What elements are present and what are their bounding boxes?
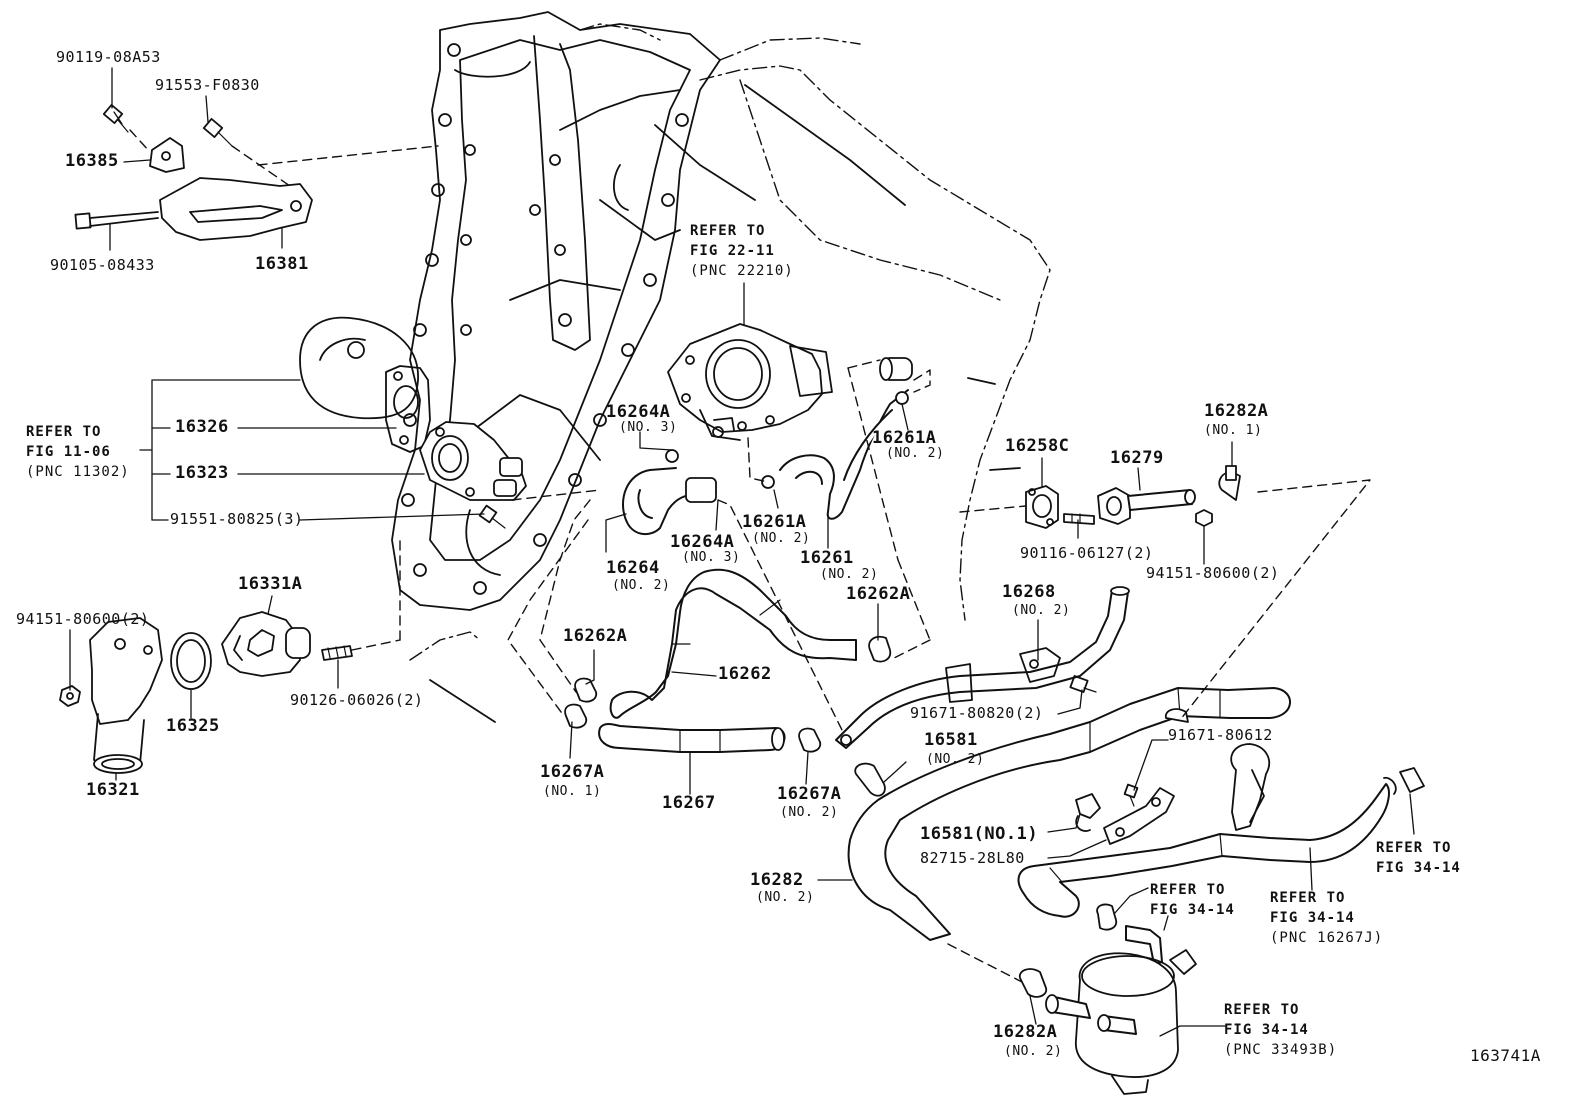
label-16268-no: (NO. 2) xyxy=(1012,603,1071,618)
refer-fig-34-14-pnc-33493B-line3: (PNC 33493B) xyxy=(1224,1042,1338,1058)
label-90126-06026: 90126-06026(2) xyxy=(290,691,424,709)
refer-fig-34-14-center-line2: FIG 34-14 xyxy=(1150,902,1235,918)
label-16261A-right: 16261A xyxy=(872,428,937,448)
bypass-pipe-parts xyxy=(1025,465,1241,529)
engine-block-outline xyxy=(409,23,1051,723)
label-16282A-top-no: (NO. 1) xyxy=(1204,423,1263,438)
water-outlet-housing xyxy=(385,365,527,529)
refer-fig-34-14-center: REFER TO FIG 34-14 xyxy=(1150,880,1235,920)
label-16262A-right: 16262A xyxy=(846,584,911,604)
refer-fig-34-14-pnc-33493B: REFER TO FIG 34-14 (PNC 33493B) xyxy=(1224,1000,1337,1060)
label-16267A-left: 16267A xyxy=(540,762,605,782)
label-16267A-left-no: (NO. 1) xyxy=(543,784,602,799)
label-94151-80600-right: 94151-80600(2) xyxy=(1146,564,1280,582)
label-16262A-left: 16262A xyxy=(563,626,628,646)
refer-fig-22-11-line2: FIG 22-11 xyxy=(690,243,775,259)
leader-lines xyxy=(69,67,1415,1037)
label-16264A-upper-no: (NO. 3) xyxy=(619,420,678,435)
hoses xyxy=(564,357,1425,1095)
figure-id: 163741A xyxy=(1470,1046,1541,1065)
label-16267: 16267 xyxy=(662,793,716,813)
relation-lines xyxy=(507,359,1371,983)
thermostat-parts xyxy=(59,539,401,774)
label-16326: 16326 xyxy=(175,417,229,437)
refer-fig-34-14-far-right-line2: FIG 34-14 xyxy=(1376,860,1461,876)
label-16325: 16325 xyxy=(166,716,220,736)
label-90105-08433: 90105-08433 xyxy=(50,256,155,274)
refer-fig-34-14-pnc-16267J: REFER TO FIG 34-14 (PNC 16267J) xyxy=(1270,888,1383,948)
label-91551-80825: 91551-80825(3) xyxy=(170,510,304,528)
label-16262: 16262 xyxy=(718,664,772,684)
label-16581-no2: 16581 xyxy=(924,730,978,750)
label-16261: 16261 xyxy=(800,548,854,568)
refer-fig-22-11: REFER TO FIG 22-11 (PNC 22210) xyxy=(690,221,794,281)
label-16323: 16323 xyxy=(175,463,229,483)
refer-fig-11-06-line2: FIG 11-06 xyxy=(26,444,111,460)
label-16581-no2-no: (NO. 2) xyxy=(926,752,985,767)
refer-fig-34-14-pnc-33493B-line1: REFER TO xyxy=(1224,1002,1300,1018)
label-16264A-upper: 16264A xyxy=(606,402,671,422)
label-90116-06127: 90116-06127(2) xyxy=(1020,544,1154,562)
label-16261-no: (NO. 2) xyxy=(820,567,879,582)
label-82715-28L80: 82715-28L80 xyxy=(920,849,1025,867)
refer-fig-11-06-line1: REFER TO xyxy=(26,424,102,440)
label-16258C: 16258C xyxy=(1005,436,1070,456)
bracket-assembly xyxy=(74,104,439,241)
refer-fig-11-06-line3: (PNC 11302) xyxy=(26,464,130,480)
label-16261A-middle-no: (NO. 2) xyxy=(752,531,811,546)
label-16261A-right-no: (NO. 2) xyxy=(886,446,945,461)
label-91671-80612: 91671-80612 xyxy=(1168,726,1273,744)
label-16282A-bottom-no: (NO. 2) xyxy=(1004,1044,1063,1059)
label-16381: 16381 xyxy=(255,254,309,274)
refer-fig-34-14-center-line1: REFER TO xyxy=(1150,882,1226,898)
refer-fig-34-14-pnc-16267J-line1: REFER TO xyxy=(1270,890,1346,906)
label-94151-80600-left: 94151-80600(2) xyxy=(16,610,150,628)
label-16268: 16268 xyxy=(1002,582,1056,602)
label-91553-F0830: 91553-F0830 xyxy=(155,76,260,94)
label-16264-no: (NO. 2) xyxy=(612,578,671,593)
label-16321: 16321 xyxy=(86,780,140,800)
label-16261A-middle: 16261A xyxy=(742,512,807,532)
label-16385: 16385 xyxy=(65,151,119,171)
label-16282A-bottom: 16282A xyxy=(993,1022,1058,1042)
label-16282: 16282 xyxy=(750,870,804,890)
label-16282-no: (NO. 2) xyxy=(756,890,815,905)
label-16264A-lower-no: (NO. 3) xyxy=(682,550,741,565)
refer-fig-34-14-pnc-33493B-line2: FIG 34-14 xyxy=(1224,1022,1309,1038)
throttle-body xyxy=(667,282,833,441)
label-91671-80820: 91671-80820(2) xyxy=(910,704,1044,722)
label-16282A-top: 16282A xyxy=(1204,401,1269,421)
timing-cover-outline xyxy=(299,11,721,611)
label-16267A-right-no: (NO. 2) xyxy=(780,805,839,820)
label-16264A-lower: 16264A xyxy=(670,532,735,552)
label-16264: 16264 xyxy=(606,558,660,578)
refer-fig-11-06: REFER TO FIG 11-06 (PNC 11302) xyxy=(26,422,130,482)
refer-fig-22-11-line3: (PNC 22210) xyxy=(690,263,794,279)
refer-fig-34-14-far-right-line1: REFER TO xyxy=(1376,840,1452,856)
label-90119-08A53: 90119-08A53 xyxy=(56,48,161,66)
refer-fig-34-14-pnc-16267J-line2: FIG 34-14 xyxy=(1270,910,1355,926)
refer-fig-34-14-far-right: REFER TO FIG 34-14 xyxy=(1376,838,1461,878)
label-16331A: 16331A xyxy=(238,574,303,594)
label-16267A-right: 16267A xyxy=(777,784,842,804)
refer-fig-34-14-pnc-16267J-line3: (PNC 16267J) xyxy=(1270,930,1384,946)
refer-fig-22-11-line1: REFER TO xyxy=(690,223,766,239)
label-16581-no1: 16581(NO.1) xyxy=(920,824,1039,844)
label-16279: 16279 xyxy=(1110,448,1164,468)
